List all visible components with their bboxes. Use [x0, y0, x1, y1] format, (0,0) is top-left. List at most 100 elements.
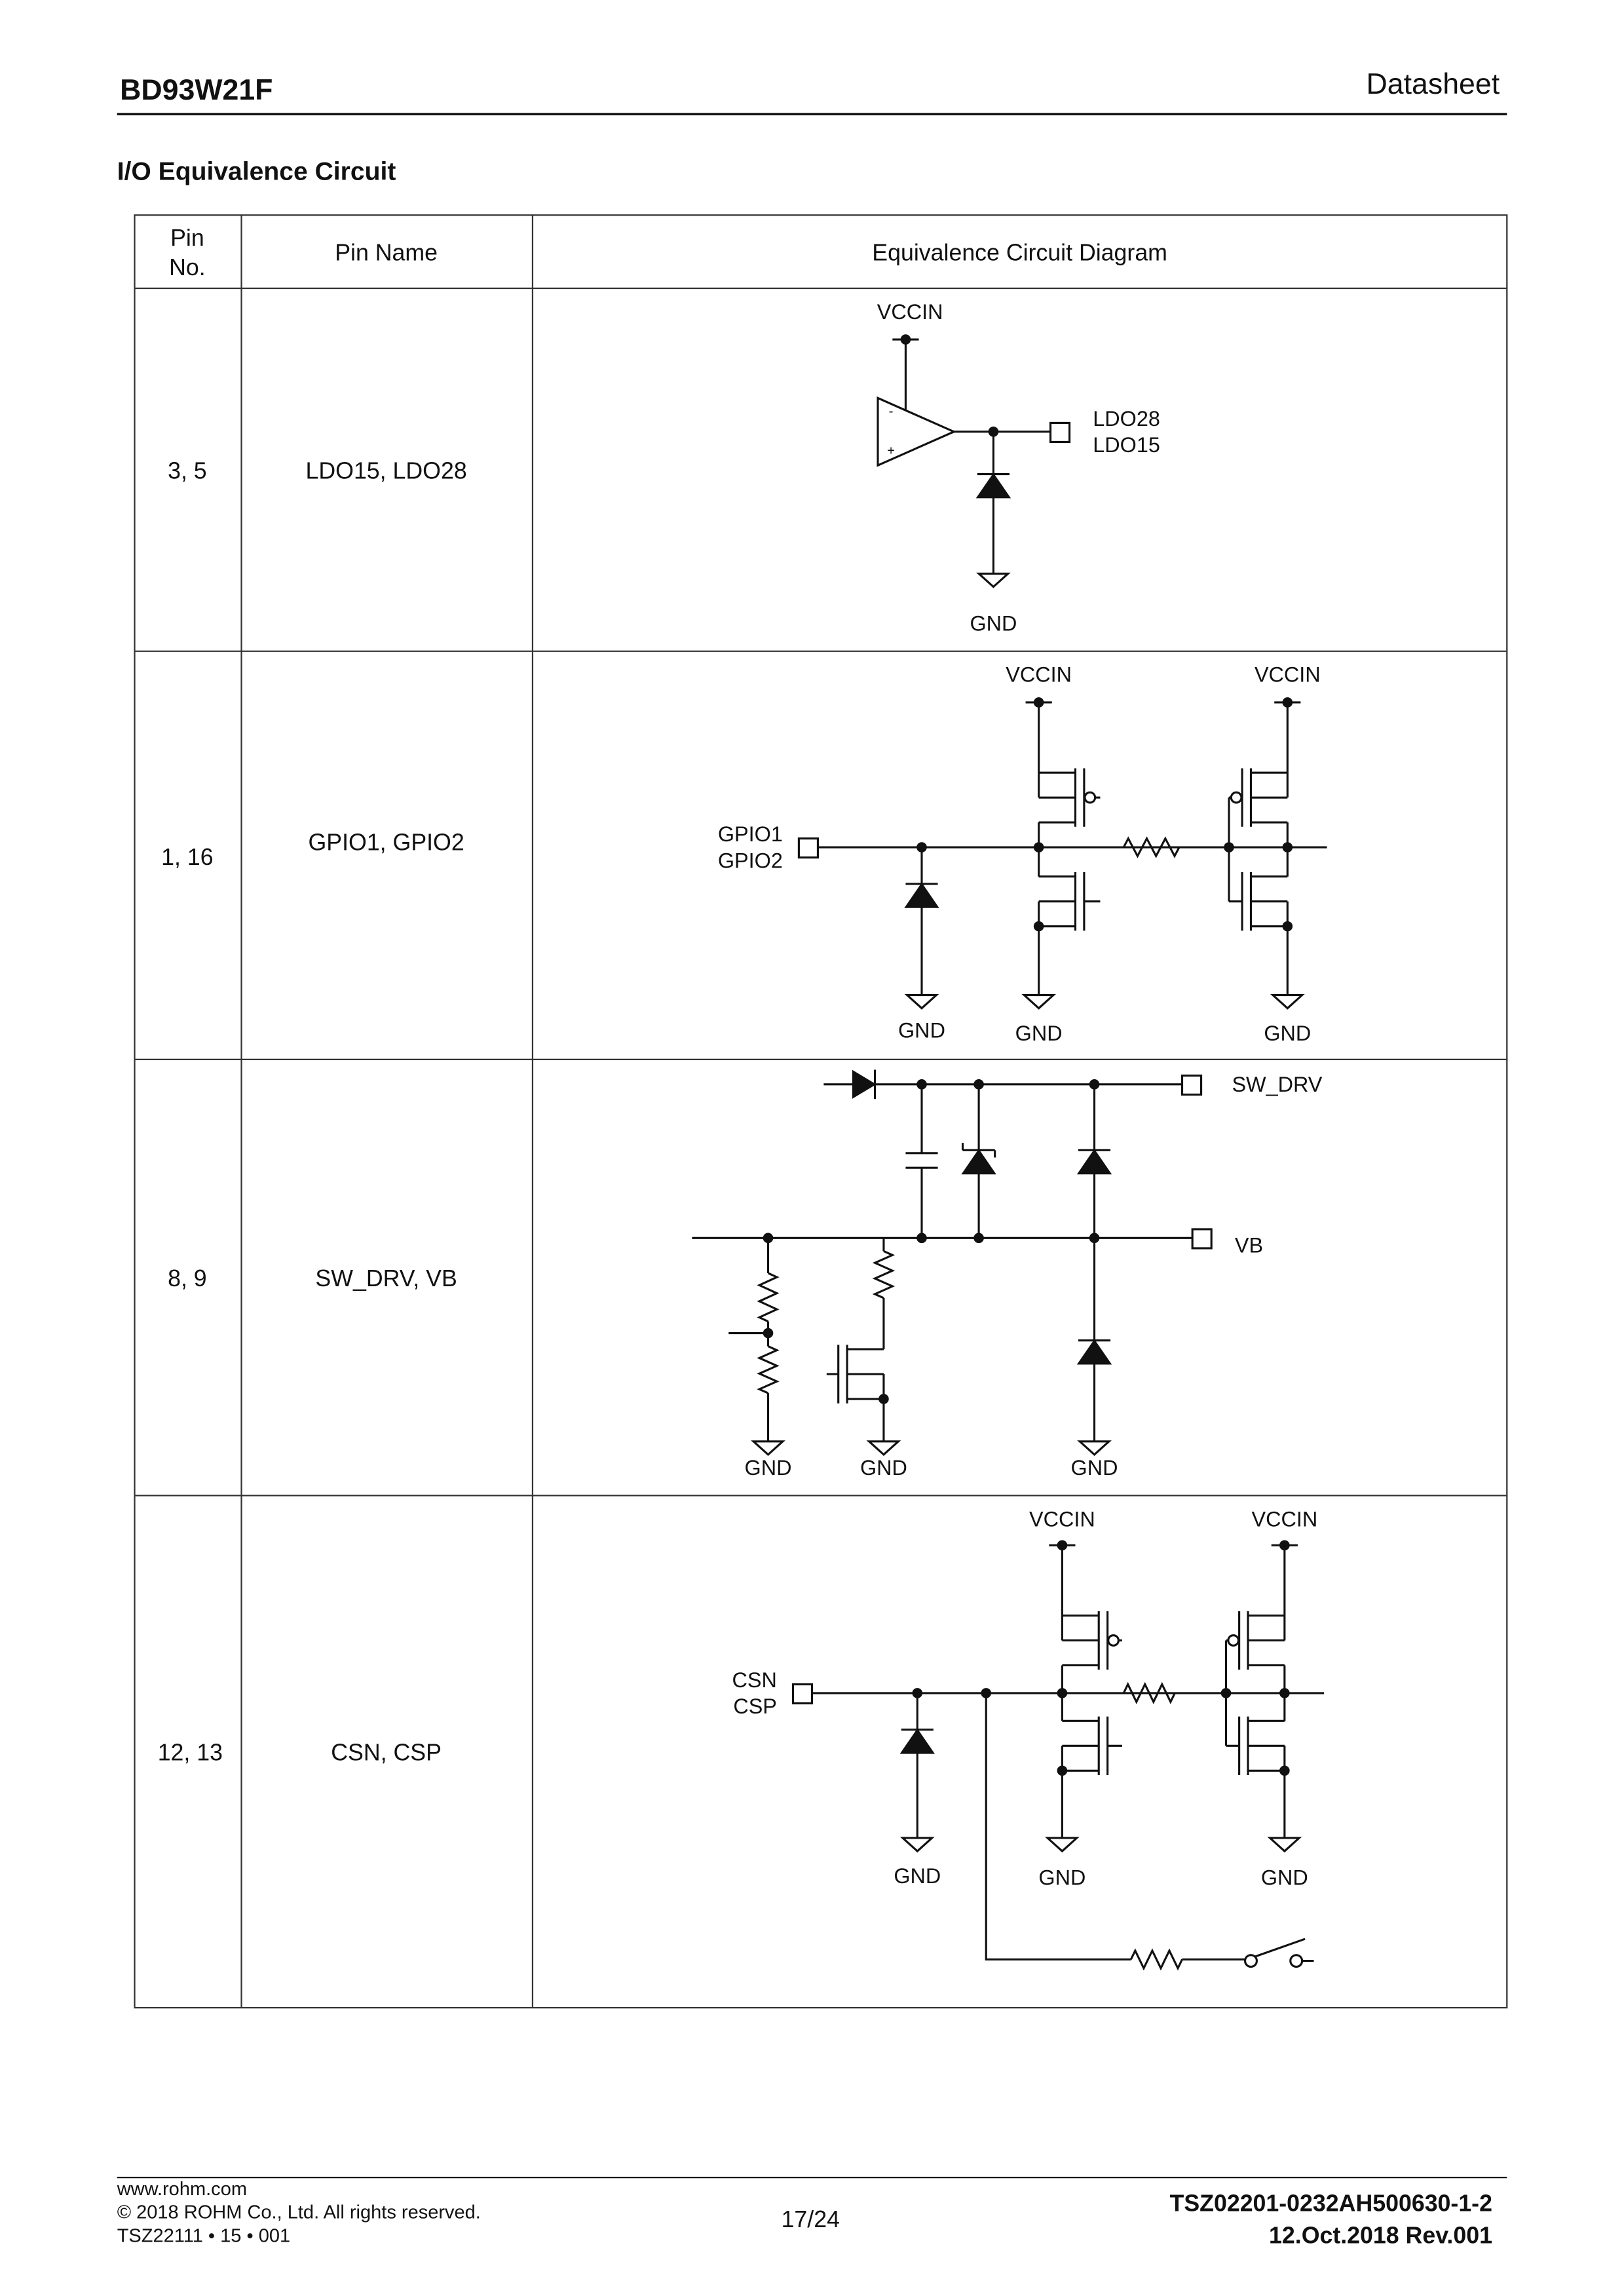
circuit-diagrams [692, 334, 1327, 1971]
pin-number: 12, 13 [158, 1740, 223, 1766]
transistor-channel [1097, 1611, 1109, 1670]
footer-form-code: TSZ22111 • 15 • 001 [117, 2225, 290, 2246]
transistor-channel [1074, 768, 1086, 827]
header-pin-no: Pin [170, 225, 204, 251]
transistor-channel [1241, 872, 1253, 931]
ground-icon [1270, 994, 1305, 1010]
label-csn: CSN [732, 1668, 777, 1692]
inverted-gate-bubble-icon [1227, 1634, 1240, 1647]
transistor-channel [1238, 1716, 1249, 1775]
resistor-icon [757, 1345, 780, 1394]
label-vb: VB [1235, 1234, 1263, 1257]
label-sw-drv: SW_DRV [1232, 1073, 1322, 1096]
junction-dot [1033, 921, 1044, 932]
diode-icon [1076, 1339, 1112, 1365]
label-gnd: GND [1015, 1022, 1063, 1045]
label-vccin: VCCIN [1029, 1507, 1095, 1531]
capacitor-icon [905, 1152, 938, 1169]
part-number: BD93W21F [120, 74, 273, 106]
transistor-channel [1241, 768, 1253, 827]
label-ldo15: LDO15 [1093, 433, 1160, 457]
table-border [134, 214, 1508, 2009]
ground-icon [904, 994, 939, 1010]
footer-copyright: © 2018 ROHM Co., Ltd. All rights reserve… [117, 2202, 481, 2223]
resistor-icon [757, 1272, 780, 1323]
inverted-gate-bubble-icon [1230, 791, 1243, 804]
switch-terminal-icon [1243, 1954, 1258, 1968]
resistor-icon [1122, 1681, 1176, 1704]
header-pin-no: No. [169, 254, 206, 280]
junction-dot [1057, 1765, 1068, 1776]
ground-icon [1021, 994, 1057, 1010]
nmos-transistor-icon [1251, 875, 1288, 928]
switch-icon [1255, 1938, 1306, 1958]
label-gnd: GND [1264, 1022, 1311, 1045]
pin-pad-icon [1191, 1228, 1213, 1250]
diode-icon [899, 1728, 935, 1754]
label-gpio1: GPIO1 [718, 822, 783, 846]
label-gnd: GND [898, 1018, 945, 1042]
pin-name: LDO15, LDO28 [306, 457, 467, 484]
pmos-transistor-icon [1251, 771, 1288, 824]
transistor-channel [837, 1345, 848, 1404]
diode-icon [1076, 1149, 1112, 1175]
ground-icon [899, 1837, 935, 1853]
header-pin-name: Pin Name [335, 240, 438, 266]
nmos-transistor-icon [847, 1348, 884, 1400]
circuit-labels: VCCIN LDO28 LDO15 GND - + GPIO1 GPIO2 VC… [718, 300, 1323, 1890]
wire [728, 1321, 770, 1347]
wire [985, 1693, 1131, 1961]
label-gnd: GND [860, 1456, 907, 1480]
section-title: I/O Equivalence Circuit [117, 158, 396, 186]
nmos-transistor-icon [1038, 875, 1076, 928]
ground-icon [1044, 1837, 1080, 1853]
zener-tails [961, 1143, 996, 1158]
header-diagram: Equivalence Circuit Diagram [872, 240, 1167, 266]
pin-name: SW_DRV, VB [315, 1265, 457, 1292]
opamp-icon [877, 396, 956, 467]
ground-icon [751, 1440, 785, 1456]
nmos-transistor-icon [1248, 1719, 1285, 1772]
label-vccin: VCCIN [877, 300, 943, 324]
label-gnd: GND [1038, 1866, 1086, 1889]
pmos-transistor-icon [1248, 1614, 1285, 1667]
pin-name: CSN, CSP [331, 1740, 442, 1766]
page-number: 17/24 [782, 2206, 840, 2232]
diode-icon [852, 1069, 877, 1099]
label-gpio2: GPIO2 [718, 849, 783, 872]
diode-icon [961, 1149, 996, 1175]
label-gnd: GND [1071, 1456, 1118, 1480]
pin-number: 8, 9 [168, 1265, 207, 1292]
pin-pad-icon [791, 1683, 814, 1705]
opamp-plus: + [887, 444, 895, 459]
inverted-gate-bubble-icon [1107, 1634, 1120, 1647]
ground-icon [1267, 1837, 1302, 1853]
diode-icon [975, 472, 1011, 499]
doc-type: Datasheet [1367, 68, 1500, 100]
label-gnd: GND [745, 1456, 792, 1480]
pin-pad-icon [1049, 421, 1071, 444]
inverted-gate-bubble-icon [1084, 791, 1097, 804]
pin-name: GPIO1, GPIO2 [309, 830, 464, 856]
label-vccin: VCCIN [1006, 663, 1072, 687]
nmos-transistor-icon [1062, 1719, 1099, 1772]
ground-icon [976, 572, 1011, 588]
opamp-minus: - [889, 404, 894, 419]
label-gnd: GND [970, 612, 1017, 636]
junction-dot [1282, 921, 1293, 932]
pin-number: 3, 5 [168, 457, 207, 484]
ground-icon [866, 1440, 901, 1456]
transistor-channel [1097, 1716, 1109, 1775]
switch-terminal-icon [1289, 1954, 1304, 1968]
label-vccin: VCCIN [1255, 663, 1321, 687]
footer-website[interactable]: www.rohm.com [117, 2179, 247, 2200]
pin-pad-icon [797, 837, 819, 859]
ground-icon [1077, 1440, 1112, 1456]
pmos-transistor-icon [1038, 771, 1076, 824]
label-ldo28: LDO28 [1093, 407, 1160, 430]
resistor-icon [1122, 836, 1180, 858]
doc-number: TSZ02201-0232AH500630-1-2 [1170, 2190, 1492, 2216]
transistor-channel [1074, 872, 1086, 931]
resistor-icon [872, 1250, 896, 1299]
